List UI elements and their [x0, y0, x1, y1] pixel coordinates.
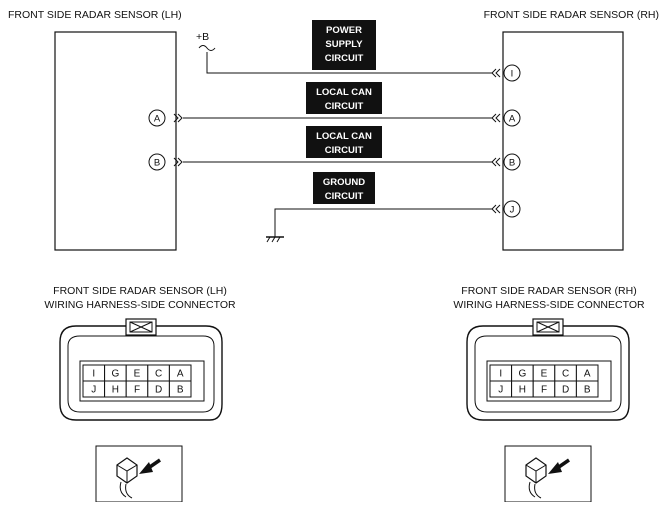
connector-pin-label: F	[541, 385, 547, 396]
power-supply-circuit-box	[312, 20, 376, 70]
left-pin-b-label: B	[154, 158, 160, 169]
right-pin-b-label: B	[509, 158, 515, 169]
can2-circuit-line-1: LOCAL CAN	[316, 131, 372, 142]
right-pin-i-circle	[503, 64, 521, 82]
supply-label: +B	[196, 31, 209, 43]
connector-pin-label: C	[562, 369, 569, 380]
can1-circuit-line-2: CIRCUIT	[325, 101, 364, 112]
left-connector-title-line-1: FRONT SIDE RADAR SENSOR (LH)	[53, 285, 227, 297]
ground-symbol-icon	[266, 236, 284, 243]
right-connector-view-icon	[504, 445, 592, 503]
left-connector-pin-grid: I G E C A J H F D B	[82, 364, 192, 398]
connector-pin-label: D	[155, 385, 162, 396]
power-circuit-line-3: CIRCUIT	[325, 53, 364, 64]
connector-pin-label: D	[562, 385, 569, 396]
local-can-circuit-box-1	[306, 82, 382, 114]
right-connector-icons	[491, 68, 501, 214]
left-pin-a-circle	[148, 109, 166, 127]
connector-pin-label: I	[499, 369, 502, 380]
local-can-circuit-box-2	[306, 126, 382, 158]
connector-pin-label: E	[134, 369, 141, 380]
right-pin-j-label: J	[510, 205, 515, 216]
right-pin-j-circle	[503, 200, 521, 218]
connector-pin-label: E	[541, 369, 548, 380]
right-sensor-box	[502, 31, 624, 251]
left-sensor-title: FRONT SIDE RADAR SENSOR (LH)	[8, 9, 182, 21]
right-connector-pin-grid: I G E C A J H F D B	[489, 364, 599, 398]
connector-pin-label: H	[112, 385, 119, 396]
connector-pin-label: C	[155, 369, 162, 380]
right-pin-a-label: A	[509, 114, 516, 125]
left-pin-a-connector-icon	[173, 113, 183, 123]
right-connector-title-line-1: FRONT SIDE RADAR SENSOR (RH)	[461, 285, 636, 297]
connector-pin-label: I	[92, 369, 95, 380]
right-sensor-title: FRONT SIDE RADAR SENSOR (RH)	[484, 9, 659, 21]
right-pin-a-circle	[503, 109, 521, 127]
power-circuit-line-2: SUPPLY	[325, 39, 363, 50]
left-sensor-box	[54, 31, 177, 251]
can2-circuit-line-2: CIRCUIT	[325, 145, 364, 156]
connector-pin-label: B	[584, 385, 591, 396]
left-pin-b-connector-icon	[173, 157, 183, 167]
connector-pin-label: B	[177, 385, 184, 396]
fuse-symbol-icon	[198, 45, 216, 51]
connector-pin-label: J	[498, 385, 503, 396]
connector-pin-label: A	[584, 369, 591, 380]
connector-pin-label: G	[112, 369, 120, 380]
can1-circuit-line-1: LOCAL CAN	[316, 87, 372, 98]
left-connector-title-line-2: WIRING HARNESS-SIDE CONNECTOR	[44, 299, 236, 311]
ground-wire	[274, 208, 492, 237]
connector-cavity	[575, 380, 599, 398]
ground-circuit-line-2: CIRCUIT	[325, 191, 364, 202]
connector-cavity	[168, 380, 192, 398]
left-connector-view-icon	[95, 445, 183, 503]
connector-pin-label: A	[177, 369, 184, 380]
right-connector-title-line-2: WIRING HARNESS-SIDE CONNECTOR	[453, 299, 645, 311]
power-circuit-line-1: POWER	[326, 25, 362, 36]
right-pin-i-label: I	[511, 69, 514, 80]
right-pin-b-circle	[503, 153, 521, 171]
ground-circuit-line-1: GROUND	[323, 177, 365, 188]
power-supply-wire	[206, 52, 492, 74]
connector-pin-label: F	[134, 385, 140, 396]
left-pin-a-label: A	[154, 114, 161, 125]
left-pin-b-circle	[148, 153, 166, 171]
connector-pin-label: G	[519, 369, 527, 380]
connector-pin-label: J	[91, 385, 96, 396]
connector-pin-label: H	[519, 385, 526, 396]
ground-circuit-box	[313, 172, 375, 204]
